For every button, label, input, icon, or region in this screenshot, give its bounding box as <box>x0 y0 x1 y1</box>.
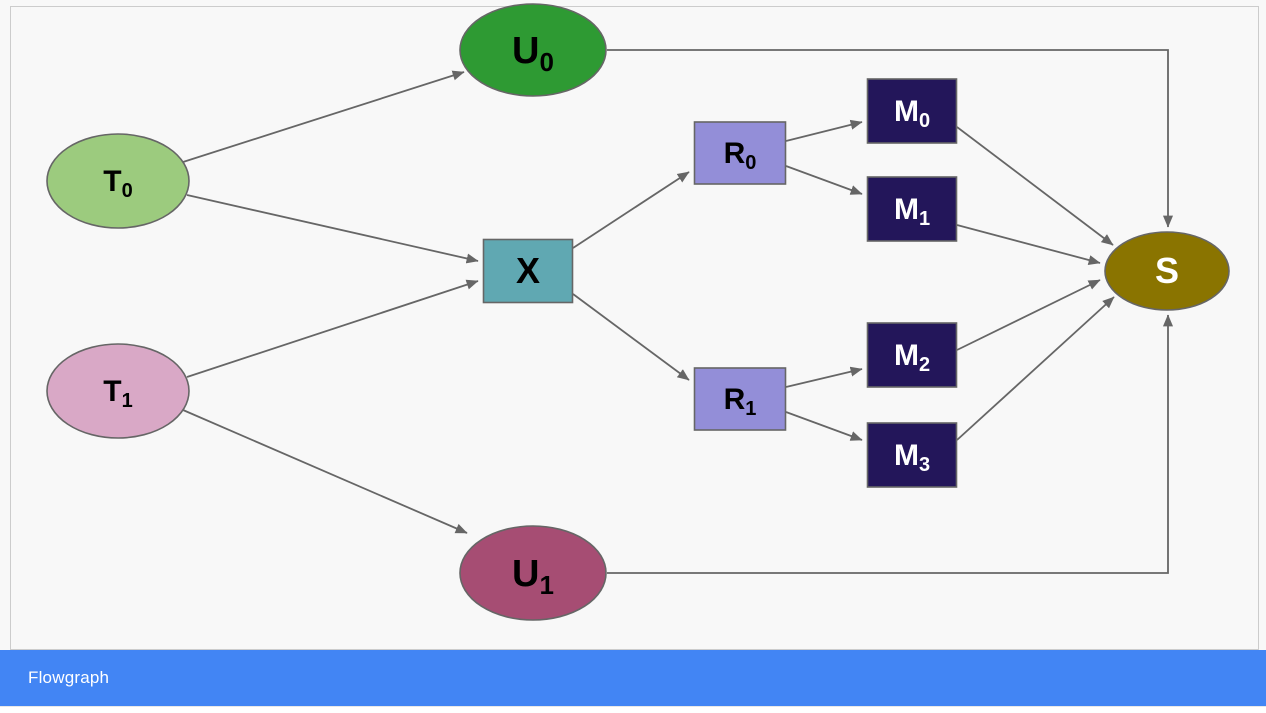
node-shape-R0[interactable] <box>693 121 787 185</box>
node-M0[interactable]: M0 <box>866 78 958 144</box>
status-bar: Flowgraph <box>0 650 1266 706</box>
node-U1[interactable]: U1 <box>459 525 607 621</box>
status-bar-label: Flowgraph <box>28 668 110 687</box>
node-label-U0: U0 <box>512 30 554 77</box>
edge-M2-S <box>956 279 1101 351</box>
node-shape-T0[interactable] <box>46 133 190 229</box>
node-X[interactable]: X <box>482 238 574 304</box>
node-label-X: X <box>516 250 540 291</box>
edge-M1-S <box>956 224 1101 265</box>
edge-X-R1 <box>572 293 690 381</box>
node-shape-U0[interactable] <box>459 3 607 97</box>
node-label-S: S <box>1155 250 1179 291</box>
node-T0[interactable]: T0 <box>46 133 190 229</box>
edge-T0-X <box>186 194 479 264</box>
bottom-strip <box>0 706 1266 713</box>
node-label-M0: M0 <box>894 95 930 132</box>
edge-T1-X <box>186 279 479 378</box>
edge-X-R0 <box>572 171 690 249</box>
node-shape-R1[interactable] <box>693 367 787 431</box>
edge-U0-S <box>607 49 1174 228</box>
edge-R0-M0 <box>785 119 863 142</box>
node-label-M3: M3 <box>894 439 930 476</box>
node-R0[interactable]: R0 <box>693 121 787 185</box>
node-label-M2: M2 <box>894 339 930 376</box>
node-label-M1: M1 <box>894 193 930 230</box>
node-label-T1: T1 <box>103 375 132 412</box>
node-shape-M3[interactable] <box>866 422 958 488</box>
edge-T0-U0 <box>182 70 465 163</box>
edge-M0-S <box>956 126 1114 246</box>
node-M1[interactable]: M1 <box>866 176 958 242</box>
node-label-T0: T0 <box>103 165 132 202</box>
edge-U1-S <box>607 314 1174 574</box>
canvas-border <box>10 6 1259 650</box>
node-shape-T1[interactable] <box>46 343 190 439</box>
node-R1[interactable]: R1 <box>693 367 787 431</box>
edge-M3-S <box>956 296 1115 441</box>
node-shape-U1[interactable] <box>459 525 607 621</box>
node-shape-X[interactable] <box>482 238 574 304</box>
edge-R1-M2 <box>785 366 863 388</box>
node-M2[interactable]: M2 <box>866 322 958 388</box>
node-label-R0: R0 <box>724 137 757 174</box>
node-shape-M0[interactable] <box>866 78 958 144</box>
node-label-U1: U1 <box>512 553 554 600</box>
edge-T1-U1 <box>182 409 468 534</box>
node-M3[interactable]: M3 <box>866 422 958 488</box>
node-S[interactable]: S <box>1104 231 1230 311</box>
node-shape-M2[interactable] <box>866 322 958 388</box>
node-shape-M1[interactable] <box>866 176 958 242</box>
edge-R0-M1 <box>785 165 863 195</box>
node-T1[interactable]: T1 <box>46 343 190 439</box>
node-shape-S[interactable] <box>1104 231 1230 311</box>
node-label-R1: R1 <box>724 383 757 420</box>
node-U0[interactable]: U0 <box>459 3 607 97</box>
edge-R1-M3 <box>785 411 863 441</box>
